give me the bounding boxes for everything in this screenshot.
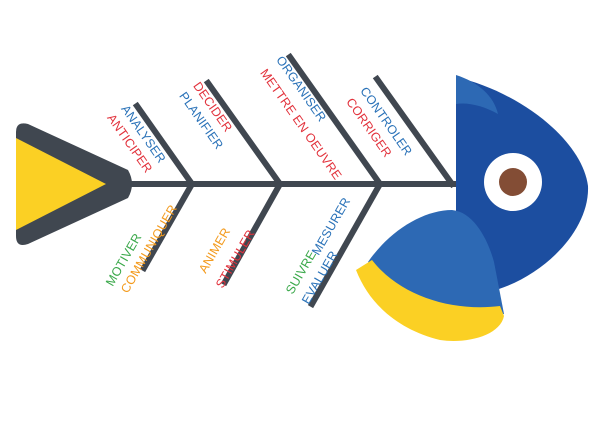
upper-bone-2 <box>203 78 285 189</box>
fish-head-crest <box>456 75 498 114</box>
lower-bone-2 <box>220 179 285 287</box>
lower-bone-1 <box>139 179 197 273</box>
upper-bone-4 <box>372 74 457 189</box>
upper-bone-3 <box>285 52 385 189</box>
fish-pupil <box>499 168 527 196</box>
lower-bone-3 <box>307 179 385 309</box>
upper-bone-1 <box>132 101 197 189</box>
fish-fin-stripe <box>356 260 504 341</box>
fish-tail-fill <box>16 138 106 230</box>
